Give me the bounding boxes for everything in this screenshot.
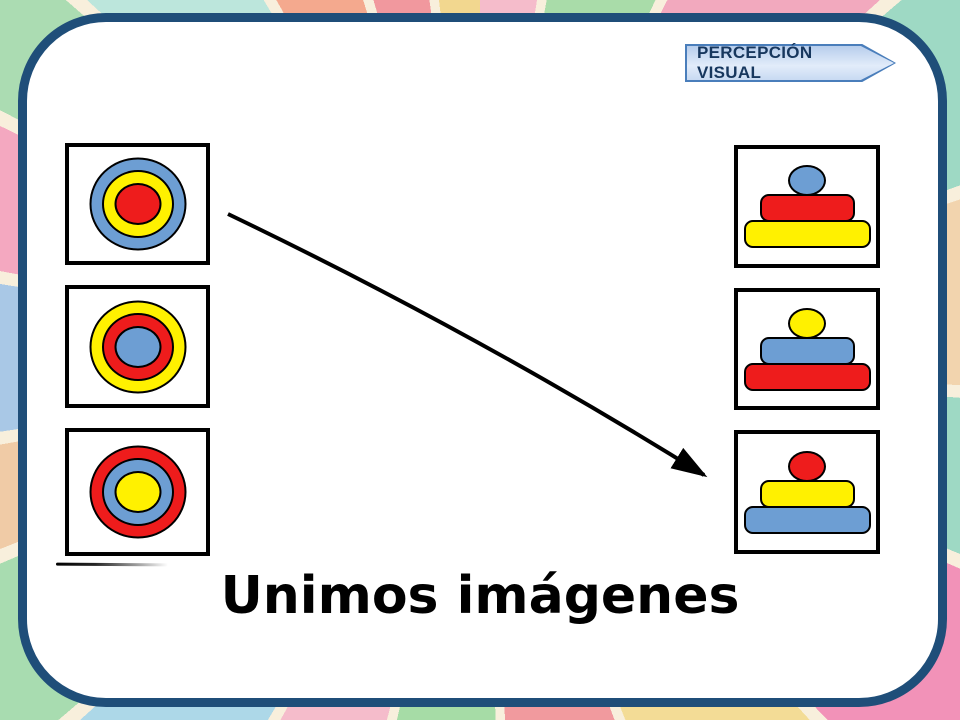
stack-top-ellipse <box>788 307 826 339</box>
stack-middle-block <box>759 194 855 222</box>
inner-circle <box>114 183 161 225</box>
image-box-stack-2[interactable] <box>734 288 880 410</box>
stacked-shapes-2 <box>738 292 876 406</box>
stack-middle-block <box>759 336 855 365</box>
stacked-shapes-3 <box>738 434 876 550</box>
concentric-circles-2 <box>69 289 206 404</box>
image-box-target-3[interactable] <box>65 428 210 556</box>
stack-middle-block <box>759 479 855 508</box>
stack-top-ellipse <box>788 450 826 482</box>
image-box-target-1[interactable] <box>65 143 210 265</box>
stack-bottom-block <box>743 220 871 248</box>
image-box-stack-1[interactable] <box>734 145 880 268</box>
badge-label: PERCEPCIÓN VISUAL <box>697 43 813 82</box>
stacked-shapes-1 <box>738 149 876 264</box>
stack-bottom-block <box>743 362 871 391</box>
stack-top-ellipse <box>788 165 826 196</box>
image-box-target-2[interactable] <box>65 285 210 408</box>
inner-circle <box>114 471 161 513</box>
image-box-stack-3[interactable] <box>734 430 880 554</box>
badge-arrow-fill <box>687 46 894 80</box>
percepcion-visual-badge: PERCEPCIÓN VISUAL <box>685 43 896 82</box>
stack-bottom-block <box>743 505 871 534</box>
page-title: Unimos imágenes <box>220 566 740 626</box>
concentric-circles-3 <box>69 432 206 552</box>
inner-circle <box>114 325 161 368</box>
concentric-circles-1 <box>69 147 206 261</box>
